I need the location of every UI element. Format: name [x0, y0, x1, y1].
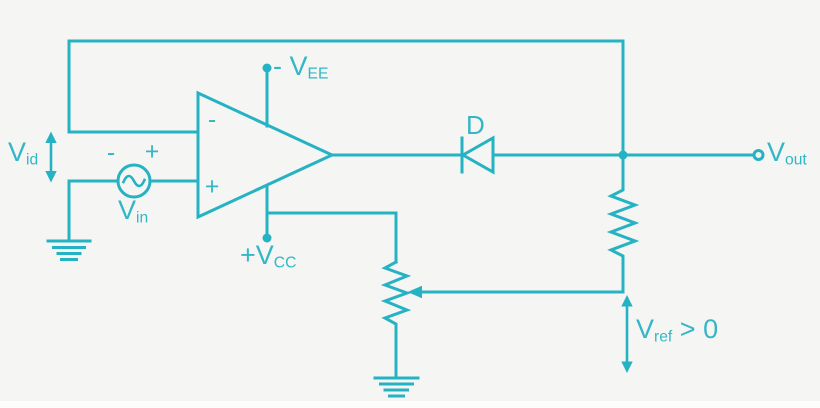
vref-label: Vref > 0: [636, 314, 719, 346]
wiper-arrow: [407, 285, 625, 299]
vout-terminal-circle: [752, 149, 765, 161]
vref-measure-arrow: [621, 295, 633, 373]
vin-main: V: [118, 195, 137, 225]
ac-source: [67, 163, 200, 242]
vref-sub: ref: [654, 328, 673, 346]
ground-bars: [373, 376, 420, 398]
vcc-sub: CC: [273, 254, 297, 272]
vcc-label: +VCC: [240, 240, 297, 272]
vref-arrow-up-icon: [621, 295, 633, 307]
vcc-branch-wire: [265, 211, 398, 264]
vee-prefix: -: [273, 51, 290, 81]
feedback-wire: [67, 39, 625, 157]
potentiometer-resistor: [380, 259, 412, 379]
wiper-arrowhead-icon: [407, 285, 422, 299]
opamp-triangle: [196, 90, 336, 220]
vid-sub: id: [26, 151, 39, 169]
diode-label: D: [466, 110, 485, 140]
opamp-inverting-sign: -: [207, 105, 217, 134]
source-plus-sign: +: [144, 137, 160, 166]
vin-sub: in: [136, 209, 149, 227]
vcc-main: V: [255, 240, 274, 270]
source-left-wire: [67, 179, 120, 242]
vout-main: V: [767, 137, 786, 167]
bottom-white-strip: [0, 401, 820, 408]
vid-arrow-up-icon: [45, 131, 57, 143]
vout-sub: out: [785, 151, 807, 169]
vee-terminal-dot: [262, 63, 272, 73]
ground-bars: [46, 239, 92, 261]
vee-supply-lead: [262, 63, 272, 128]
vid-arrow-down-icon: [45, 171, 57, 183]
opamp-noninverting-sign: +: [204, 172, 220, 201]
vout-label: Vout: [767, 137, 807, 169]
ground-bottom-symbol: [373, 376, 420, 398]
vid-measure-arrow: [45, 131, 57, 183]
vref-arrow-down-icon: [621, 361, 633, 373]
vcc-terminal-dot: [262, 233, 272, 243]
vcc-prefix: +: [240, 240, 256, 270]
sine-wave-icon: [121, 174, 147, 188]
vcc-supply-lead: [262, 185, 398, 264]
feedback-resistor: [606, 153, 640, 294]
vid-main: V: [8, 137, 27, 167]
diode-triangle: [459, 135, 495, 175]
vee-sub: EE: [307, 65, 329, 83]
vee-main: V: [289, 51, 308, 81]
diode-symbol: [459, 135, 495, 175]
vin-label: Vin: [118, 195, 149, 227]
vee-label: - VEE: [273, 51, 329, 83]
source-minus-sign: -: [106, 138, 116, 167]
vref-main: V: [636, 314, 655, 344]
ground-left-symbol: [46, 239, 92, 261]
vid-label: Vid: [8, 137, 39, 169]
vref-suffix: > 0: [672, 314, 719, 344]
